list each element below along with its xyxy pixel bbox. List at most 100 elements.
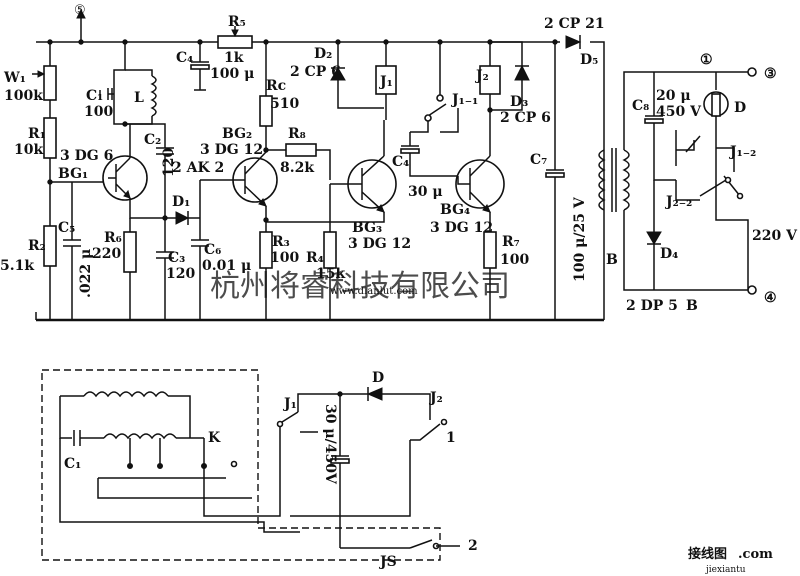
- c4-mid-label: C₄: [392, 154, 409, 170]
- j2-label: J₂: [474, 68, 489, 84]
- motor-d: D: [703, 72, 746, 148]
- c6-capacitor: C₆ 0.01 μ: [191, 180, 251, 320]
- c8-value: 20 μ: [656, 88, 691, 104]
- brand-text-green: 接线图: [688, 546, 727, 562]
- d2-diode: D₂ 2 CP 6: [290, 42, 384, 109]
- w1-label: W₁: [3, 70, 26, 86]
- bg1-type: 3 DG 6: [60, 148, 113, 164]
- lower-2-label: 2: [468, 538, 478, 554]
- lower-capacitor: 30 μ/450V: [322, 391, 350, 548]
- w1-value: 100k: [4, 88, 43, 104]
- brand-logo: 接线图 .com jiexiantu: [688, 546, 773, 575]
- c7-capacitor: C₇ 100 μ/25 V: [530, 42, 588, 320]
- transformer-label: B: [606, 252, 618, 268]
- j1-1-label: J₁₋₁: [450, 92, 478, 108]
- lower-j2-contact: J₂ 1: [290, 390, 456, 517]
- c3-capacitor: C₃ 120: [156, 218, 195, 320]
- c1-label: C₁: [86, 88, 103, 104]
- j1-relay-coil: J₁: [375, 42, 397, 120]
- r1-resistor: R₁ 10k: [14, 100, 57, 185]
- r8-resistor: R₈ 8.2k: [263, 126, 331, 180]
- node-3-label: ③: [764, 66, 777, 82]
- r3-label: R₃: [272, 234, 290, 250]
- r2-resistor: R₂ 5.1k: [0, 182, 57, 320]
- r1-value: 10k: [14, 142, 43, 158]
- j2-relay-coil: J₂: [474, 42, 501, 110]
- d2-type: 2 CP 6: [290, 64, 341, 80]
- mains-section: ① ③ ④ 220 V: [640, 52, 798, 306]
- lower-d-label: D: [372, 370, 384, 386]
- r3-value: 100: [270, 250, 299, 266]
- c4-mid-capacitor: C₄ 30 μ: [392, 132, 458, 200]
- lower-1-label: 1: [446, 430, 456, 446]
- bg4-label: BG₄: [440, 202, 470, 218]
- r6-label: R₆: [104, 230, 122, 246]
- lower-dashed-box: [41, 369, 441, 561]
- bg2-label: BG₂: [222, 126, 252, 142]
- lower-coil-assembly: C₁ K: [59, 391, 252, 499]
- node-1-label: ①: [700, 52, 713, 68]
- j1-2-label: J₁₋₂: [728, 144, 756, 160]
- top-diode-type: 2 CP 21: [544, 16, 605, 32]
- r4-label: R₄: [306, 250, 324, 266]
- d1-type: 2 AK 2: [172, 160, 224, 176]
- bottom-b-label: B: [686, 298, 698, 314]
- mains-label: 220 V: [752, 228, 798, 244]
- transformer-b: B: [598, 71, 640, 291]
- c3-label: C₃: [168, 250, 185, 266]
- bg3-type: 3 DG 12: [348, 236, 411, 252]
- r2-label: R₂: [28, 238, 46, 254]
- watermark-company: 杭州将睿科技有限公司: [210, 269, 510, 304]
- r5-resistor: R₅ 1k 100 μ: [210, 14, 254, 82]
- c2-label: C₂: [144, 132, 161, 148]
- rc-value: 510: [270, 96, 299, 112]
- r6-resistor: R₆ 220: [92, 218, 137, 320]
- d5-diode: 2 CP 21 D₅: [544, 16, 605, 68]
- j1-1-contact: J₁₋₁: [410, 42, 478, 133]
- motor-label: D: [734, 100, 746, 116]
- r8-value: 8.2k: [280, 160, 314, 176]
- bg3-transistor: BG₃ 3 DG 12: [266, 120, 411, 252]
- bottom-rail: [35, 312, 604, 322]
- node-5-terminal: ⑤: [74, 3, 86, 42]
- c3-value: 120: [166, 266, 195, 282]
- c4-mid-value: 30 μ: [408, 184, 443, 200]
- c6-label: C₆: [204, 242, 221, 258]
- r7-value: 100: [500, 252, 529, 268]
- j2-2-contact: J₂₋₂: [664, 148, 749, 290]
- c8-voltage: 450 V: [656, 104, 702, 120]
- j1-label: J₁: [378, 74, 393, 90]
- d3-label: D₃: [510, 94, 528, 110]
- bg1-label: BG₁: [58, 166, 88, 182]
- l-label: L: [134, 90, 144, 106]
- r7-label: R₇: [502, 234, 520, 250]
- bg3-label: BG₃: [352, 220, 382, 236]
- lower-c1-label: C₁: [64, 456, 81, 472]
- node-4-label: ④: [764, 290, 777, 306]
- c5-label: C₅: [58, 220, 75, 236]
- d3-diode: D₃ 2 CP 6: [487, 41, 551, 126]
- bg2-type: 3 DG 12: [200, 142, 263, 158]
- watermark-small: www.dianlut.com: [330, 286, 418, 297]
- c2-value: 120: [161, 148, 177, 177]
- lower-diode-d: D: [340, 370, 431, 420]
- c1-capacitor: C₁ 100: [84, 42, 126, 125]
- r4-value: 15k: [316, 266, 345, 282]
- node-5-label: ⑤: [74, 3, 86, 18]
- c4-top-capacitor: C₄: [176, 42, 210, 91]
- d1-label: D₁: [172, 194, 190, 210]
- bottom-diode-type: 2 DP 5: [626, 298, 678, 314]
- bg2-transistor: BG₂ 3 DG 12: [200, 126, 278, 207]
- rc-label: Rc: [266, 78, 286, 94]
- lower-j2-label: J₂: [428, 390, 443, 406]
- r1-label: R₁: [28, 126, 46, 142]
- j2-2-label: J₂₋₂: [664, 194, 692, 210]
- c1-value: 100: [84, 104, 113, 120]
- c7-label: C₇: [530, 152, 547, 168]
- d4-label: D₄: [660, 246, 678, 262]
- lower-js-switch: JS 2: [59, 438, 478, 570]
- c4-top-value: 100 μ: [210, 66, 254, 82]
- lower-cap-value: 30 μ/450V: [322, 404, 338, 485]
- c5-value: .022 μ: [78, 249, 94, 298]
